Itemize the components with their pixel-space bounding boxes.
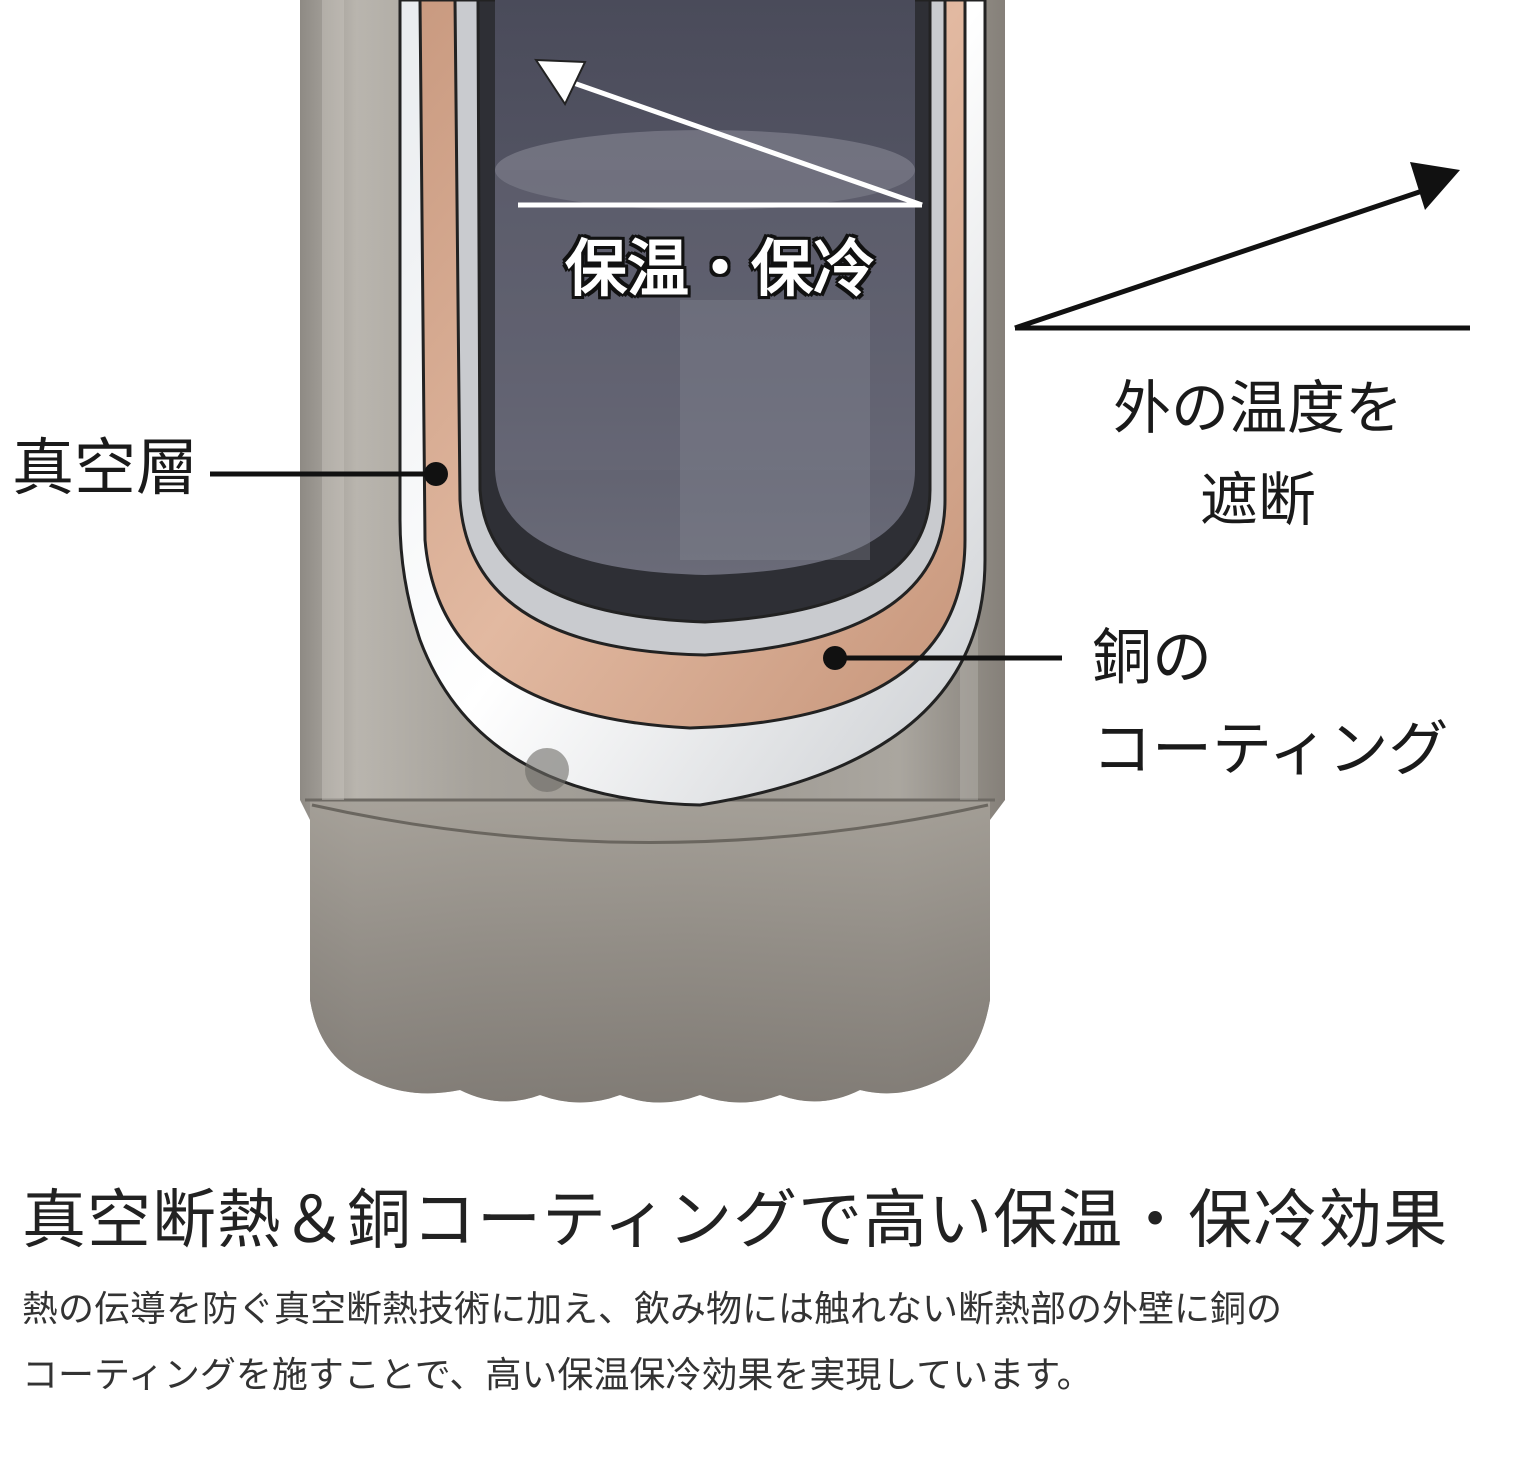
callout-outside-temp: 外の温度を 遮断: [1098, 362, 1418, 546]
leader-line-vacuum: [210, 462, 448, 486]
callout-copper-line1: 銅の: [1092, 623, 1212, 693]
cutaway: [398, 0, 987, 807]
caption-body-line1: 熱の伝導を防ぐ真空断熱技術に加え、飲み物には触れない断熱部の外壁に銅の: [22, 1289, 1283, 1330]
callout-copper: 銅の コーティング: [1092, 612, 1448, 796]
outer-block-arrow: [1014, 162, 1470, 331]
callout-outside-temp-line2: 遮断: [1199, 466, 1316, 534]
caption-heading: 真空断熱＆銅コーティングで高い保温・保冷効果: [22, 1184, 1449, 1258]
caption-body: 熱の伝導を防ぐ真空断熱技術に加え、飲み物には触れない断熱部の外壁に銅の コーティ…: [22, 1277, 1522, 1409]
inner-label: 保温・保冷: [564, 232, 875, 305]
brand-logo-icon: [525, 748, 569, 792]
callout-copper-line2: コーティング: [1092, 715, 1449, 785]
caption: 真空断熱＆銅コーティングで高い保温・保冷効果 熱の伝導を防ぐ真空断熱技術に加え、…: [22, 1183, 1522, 1409]
bottle-cutaway-illustration: [210, 0, 1470, 1103]
leader-line-copper: [823, 646, 1062, 670]
callout-vacuum-layer: 真空層: [12, 431, 199, 504]
inner-reflection-arrow: [518, 58, 923, 208]
callout-outside-temp-line1: 外の温度を: [1112, 374, 1403, 442]
caption-body-line2: コーティングを施すことで、高い保温保冷効果を実現しています。: [22, 1355, 1093, 1396]
